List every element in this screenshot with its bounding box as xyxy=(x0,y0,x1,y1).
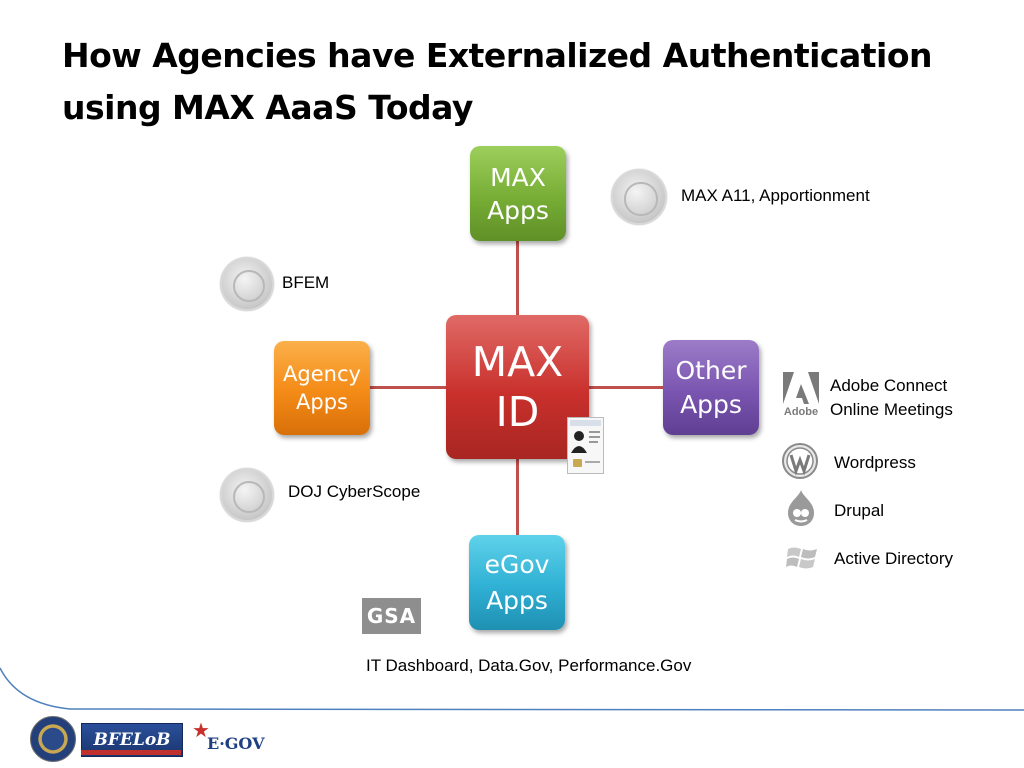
omb-footer-seal xyxy=(30,716,76,762)
egov-apps-box-line-2: Apps xyxy=(486,585,548,615)
egov-apps-box-line-1: eGov xyxy=(484,549,550,579)
slide-title-line-2: using MAX AaaS Today xyxy=(62,88,473,127)
adobe-logo-text: Adobe xyxy=(784,406,818,418)
bfelob-logo-text: BFELoB xyxy=(93,730,171,750)
other-apps-box-line-1: Other xyxy=(675,355,747,385)
egov-star-icon: ★ xyxy=(192,718,210,742)
max-apps-box-line-2: Apps xyxy=(487,195,549,225)
active-directory-label: Active Directory xyxy=(834,549,954,568)
wordpress-icon xyxy=(782,443,818,479)
max-apps-box: MAX Apps xyxy=(470,146,566,241)
wordpress-label: Wordpress xyxy=(834,453,916,472)
bfelob-red-stripe xyxy=(81,750,181,755)
piv-card-icon xyxy=(567,417,604,474)
max-id-box-line-1: MAX xyxy=(471,338,564,386)
agency-apps-box-line-1: Agency xyxy=(283,362,361,386)
gsa-logo: GSA xyxy=(362,598,421,634)
adobe-connect-label-line-2: Online Meetings xyxy=(830,400,953,419)
slide-title: How Agencies have Externalized Authentic… xyxy=(62,30,1002,134)
adobe-logo: Adobe xyxy=(781,368,821,418)
egov-apps-label: IT Dashboard, Data.Gov, Performance.Gov xyxy=(366,656,692,675)
other-apps-box: Other Apps xyxy=(663,340,759,435)
windows-icon xyxy=(786,547,817,569)
omb-seal-icon xyxy=(611,169,667,225)
egov-logo: E·GOV xyxy=(207,734,265,753)
agency-apps-box-line-2: Apps xyxy=(296,390,348,414)
max-id-box-line-2: ID xyxy=(495,388,540,436)
doj-cyberscope-label: DOJ CyberScope xyxy=(288,482,421,501)
treasury-seal-icon xyxy=(220,257,274,311)
max-apps-label: MAX A11, Apportionment xyxy=(681,186,870,205)
adobe-connect-label: Adobe Connect Online Meetings xyxy=(830,374,953,422)
bfem-label: BFEM xyxy=(282,273,330,292)
drupal-label: Drupal xyxy=(834,501,885,520)
other-apps-box-line-2: Apps xyxy=(680,389,742,419)
agency-apps-box: Agency Apps xyxy=(274,341,370,435)
doj-seal-icon xyxy=(220,468,274,522)
max-id-box: MAX ID xyxy=(446,315,589,459)
slide-title-line-1: How Agencies have Externalized Authentic… xyxy=(62,36,933,75)
adobe-connect-label-line-1: Adobe Connect xyxy=(830,376,948,395)
max-apps-box-line-1: MAX xyxy=(490,162,546,192)
gsa-logo-text: GSA xyxy=(366,604,417,628)
footer-divider xyxy=(0,667,1024,711)
drupal-icon xyxy=(788,490,814,526)
egov-apps-box: eGov Apps xyxy=(469,535,565,630)
